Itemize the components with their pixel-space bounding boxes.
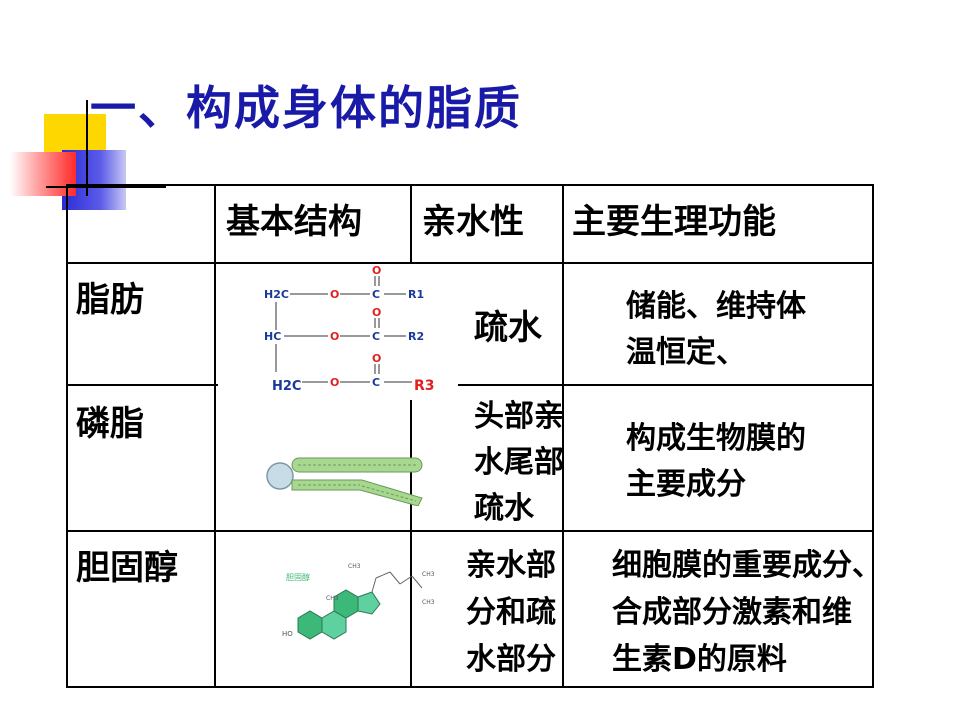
table-line-row3 — [66, 530, 874, 532]
formula-hc: HC — [264, 330, 281, 343]
formula-c-1: C — [372, 288, 380, 301]
table-col-line-2 — [410, 184, 412, 688]
triglyceride-formula: H2C O C O R1 HC O C O R2 H2C O C O R3 — [218, 264, 458, 400]
cholesterol-function-line-1: 细胞膜的重要成分、 — [612, 548, 882, 583]
phospholipid-illustration — [262, 446, 432, 507]
phospholipid-function-line-1: 构成生物膜的 — [626, 421, 806, 456]
table-border-left — [66, 184, 68, 688]
row-label-fat: 脂肪 — [76, 280, 144, 320]
cholesterol-ch3-label-1: CH3 — [348, 563, 361, 570]
decor-square-red — [10, 152, 76, 196]
formula-o-double-1: O — [372, 264, 381, 277]
header-hydrophilicity: 亲水性 — [422, 202, 524, 242]
formula-r3: R3 — [414, 378, 435, 394]
decor-line-horizontal — [46, 186, 166, 188]
formula-o-3: O — [330, 376, 339, 389]
fat-function-line-1: 储能、维持体 — [626, 289, 806, 324]
cholesterol-ch3-label-2: CH3 — [422, 571, 435, 578]
formula-h2c-1: H2C — [264, 288, 289, 301]
phospholipid-function-line-2: 主要成分 — [626, 467, 746, 502]
header-function: 主要生理功能 — [572, 202, 776, 242]
formula-o-double-2: O — [372, 306, 381, 319]
header-structure: 基本结构 — [226, 202, 362, 242]
decor-line-vertical — [86, 100, 88, 196]
phospholipid-hydrophilicity-line-3: 疏水 — [474, 491, 534, 526]
table-line-row1 — [66, 262, 874, 264]
cholesterol-ho-label: HO — [282, 630, 293, 638]
table-col-line-1 — [214, 184, 216, 688]
formula-r1: R1 — [408, 288, 424, 301]
table-border-top — [66, 184, 874, 186]
formula-c-3: C — [372, 376, 380, 389]
cholesterol-illustration: 胆固醇 HO CH3 CH3 CH3 CH3 — [272, 556, 444, 648]
formula-h2c-3: H2C — [272, 379, 301, 394]
fat-hydrophilicity: 疏水 — [474, 308, 542, 348]
row-label-phospholipid: 磷脂 — [76, 404, 144, 444]
cholesterol-function-line-2: 合成部分激素和维 — [612, 595, 852, 630]
formula-c-2: C — [372, 330, 380, 343]
cholesterol-hydrophilicity-line-1: 亲水部 — [466, 548, 556, 583]
formula-o-1: O — [330, 288, 339, 301]
cholesterol-ch3-label-3: CH3 — [422, 599, 435, 606]
page-title: 一、构成身体的脂质 — [90, 81, 522, 135]
formula-o-double-3: O — [372, 352, 381, 365]
phospholipid-hydrophilicity-line-2: 水尾部 — [474, 445, 564, 480]
cholesterol-function-line-3: 生素D的原料 — [612, 642, 787, 677]
formula-o-2: O — [330, 330, 339, 343]
cholesterol-caption: 胆固醇 — [286, 572, 310, 582]
cholesterol-hydrophilicity-line-2: 分和疏 — [466, 595, 556, 630]
cholesterol-ch3-label-4: CH3 — [326, 595, 339, 602]
phospholipid-hydrophilicity-line-1: 头部亲 — [474, 399, 564, 434]
row-label-cholesterol: 胆固醇 — [76, 548, 178, 588]
table-line-row2 — [66, 384, 874, 386]
table-col-line-3 — [562, 184, 564, 688]
table-border-bottom — [66, 686, 874, 688]
cholesterol-hydrophilicity-line-3: 水部分 — [466, 642, 556, 677]
formula-r2: R2 — [408, 330, 424, 343]
fat-function-line-2: 温恒定、 — [626, 335, 746, 370]
table-border-right — [872, 184, 874, 688]
